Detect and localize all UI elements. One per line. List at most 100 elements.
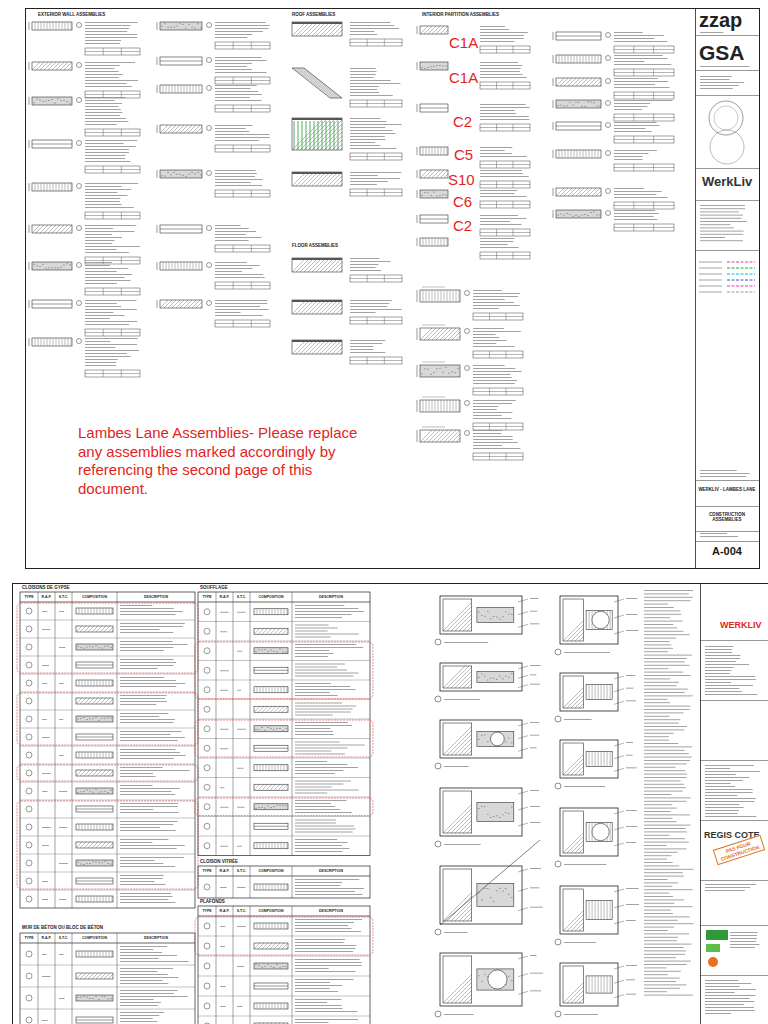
fine-print — [215, 231, 256, 232]
concrete-dot — [52, 267, 53, 268]
table-rule — [384, 39, 385, 46]
insulation-hatch — [452, 332, 460, 340]
concrete-dot — [576, 215, 577, 216]
table-rule — [480, 255, 530, 256]
fine-print — [480, 190, 517, 191]
concrete-dot — [111, 864, 112, 865]
concrete-dot — [102, 718, 103, 719]
fine-print — [614, 55, 663, 56]
concrete-dot — [105, 996, 106, 997]
stud-hatch — [565, 55, 566, 63]
section-outline — [254, 726, 288, 732]
fine-print — [480, 41, 515, 42]
insulation-hatch — [324, 172, 338, 186]
tag-bubble — [207, 58, 212, 63]
rating-table — [350, 100, 402, 107]
insulation-hatch — [176, 125, 184, 133]
fine-print — [215, 182, 251, 183]
fine-print — [480, 170, 522, 171]
stud-hatch — [586, 55, 587, 63]
fine-print — [120, 974, 168, 975]
fine-print — [85, 155, 125, 156]
stud-hatch — [94, 896, 95, 902]
fine-print — [120, 770, 190, 771]
title-block-rule — [700, 640, 768, 641]
insulation-hatch — [316, 258, 330, 272]
dimension-tick — [417, 400, 418, 412]
concrete-dot — [597, 215, 598, 216]
insulation-hatch — [584, 188, 592, 196]
concrete-dot — [70, 264, 71, 265]
stud-hatch — [88, 824, 89, 830]
table-rule — [251, 282, 252, 289]
fine-print — [480, 113, 516, 114]
fine-print — [85, 124, 117, 125]
stud-hatch — [68, 183, 69, 191]
table-rule — [103, 48, 104, 55]
table-rule — [633, 69, 634, 76]
concrete-dot — [46, 268, 47, 269]
rating-table — [480, 229, 530, 236]
stud-hatch — [44, 183, 45, 191]
dimension-tick — [29, 300, 30, 308]
section-outline — [76, 770, 113, 776]
stud-hatch — [266, 1003, 267, 1009]
concrete-dot — [171, 26, 172, 27]
fine-print — [705, 801, 754, 802]
fine-print — [120, 952, 162, 953]
fine-print — [700, 231, 744, 232]
concrete-dot — [446, 65, 447, 66]
fine-print — [215, 57, 262, 58]
fine-print — [614, 128, 646, 129]
stud-hatch — [178, 262, 179, 270]
green-membrane — [326, 121, 327, 150]
concrete-dot — [591, 101, 592, 102]
stud-hatch — [429, 400, 430, 412]
fine-print — [350, 306, 387, 307]
fine-print — [295, 882, 342, 883]
section-outline — [76, 951, 113, 957]
insulation-hatch — [456, 438, 460, 442]
stud-hatch — [287, 765, 288, 771]
fine-print — [215, 60, 266, 61]
title-block-rule — [695, 35, 759, 36]
fine-print — [220, 690, 228, 691]
fine-print — [85, 192, 117, 193]
table-rule — [496, 201, 497, 208]
fine-print — [705, 1004, 744, 1005]
concrete-dot — [84, 647, 85, 648]
table-rule — [350, 192, 402, 193]
table-rule — [489, 313, 490, 320]
fine-print — [85, 362, 116, 363]
fine-print — [350, 267, 376, 268]
insulation-hatch — [300, 118, 332, 150]
stud-hatch — [187, 262, 188, 270]
fine-print — [350, 309, 402, 310]
assembly-section — [76, 770, 113, 776]
section-outline — [292, 118, 342, 150]
fine-print — [215, 128, 246, 129]
fine-print — [614, 106, 648, 107]
stud-hatch — [559, 150, 560, 158]
fine-print — [120, 842, 152, 843]
fine-print — [85, 152, 129, 153]
section-outline — [76, 662, 113, 668]
insulation-hatch — [420, 170, 428, 178]
concrete-dot — [277, 651, 278, 652]
table-rule — [384, 317, 385, 324]
assembly-section — [292, 258, 342, 272]
fine-print — [295, 826, 354, 827]
type-tag — [204, 687, 210, 693]
stud-hatch — [163, 85, 164, 93]
insulation-hatch — [572, 78, 580, 86]
fine-print — [350, 92, 379, 93]
fine-print — [350, 258, 379, 259]
concrete-dot — [265, 807, 266, 808]
assembly-section — [420, 328, 460, 340]
stud-hatch — [103, 608, 104, 614]
stud-hatch — [193, 262, 194, 270]
tag-bubble — [465, 291, 470, 296]
fine-print — [85, 37, 137, 38]
fine-print — [215, 309, 269, 310]
fine-print — [700, 32, 723, 33]
